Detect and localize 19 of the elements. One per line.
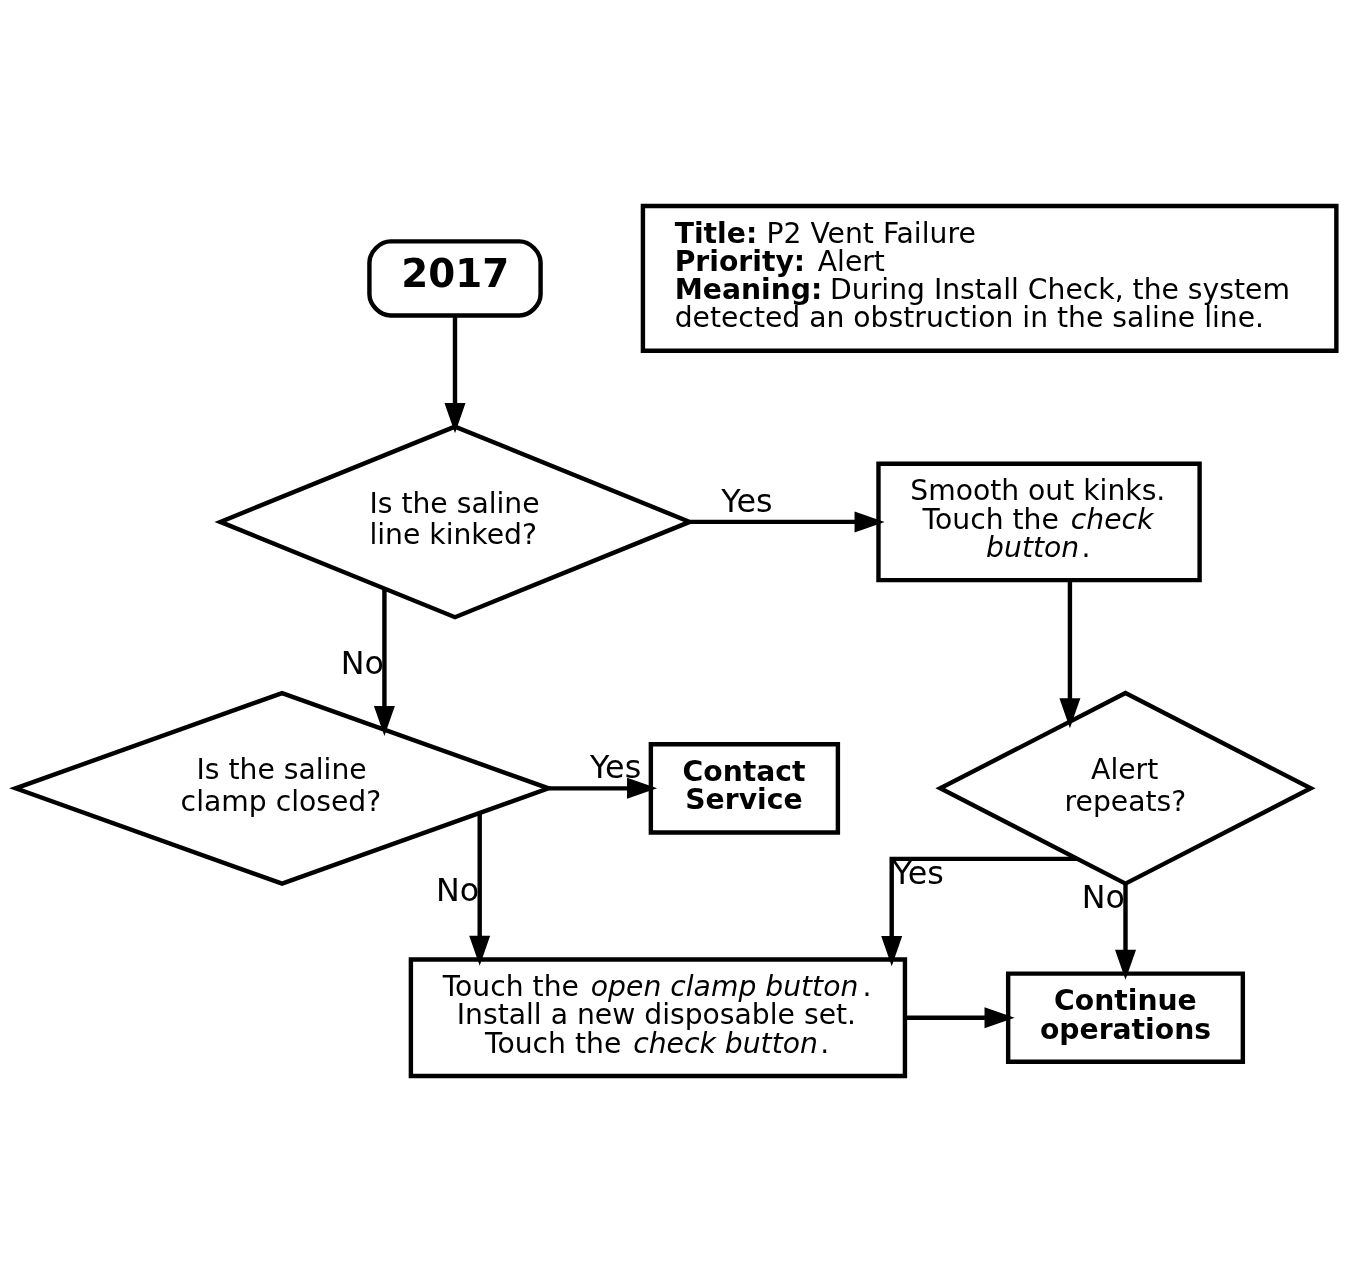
arrow — [690, 510, 885, 532]
arrow — [1059, 579, 1081, 728]
arrow — [881, 856, 1078, 966]
arrow — [905, 1006, 1015, 1028]
arrow — [469, 812, 491, 966]
arrow — [373, 588, 395, 736]
edge-label: Yes — [721, 482, 773, 519]
arrow — [444, 315, 466, 433]
arrow — [1115, 883, 1136, 980]
edge-label: No — [340, 644, 384, 681]
node-box: Touch the open clamp button. Install a new disposable set. Touch the check button. — [408, 956, 908, 1078]
node-box: Smooth out kinks. Touch the check button. — [876, 460, 1202, 582]
node-box: Contact Service — [648, 741, 841, 835]
edge-label: No — [436, 871, 480, 908]
node-box: Continue operations — [1005, 970, 1246, 1064]
node-box: 2017 — [367, 238, 543, 318]
edge-label: Yes — [589, 748, 642, 785]
arrow — [549, 777, 658, 799]
node-box: Title: P2 Vent Failure Priority: Alert Meaning: During Install Check, the system detected an obstruction in the saline line. — [640, 203, 1339, 353]
